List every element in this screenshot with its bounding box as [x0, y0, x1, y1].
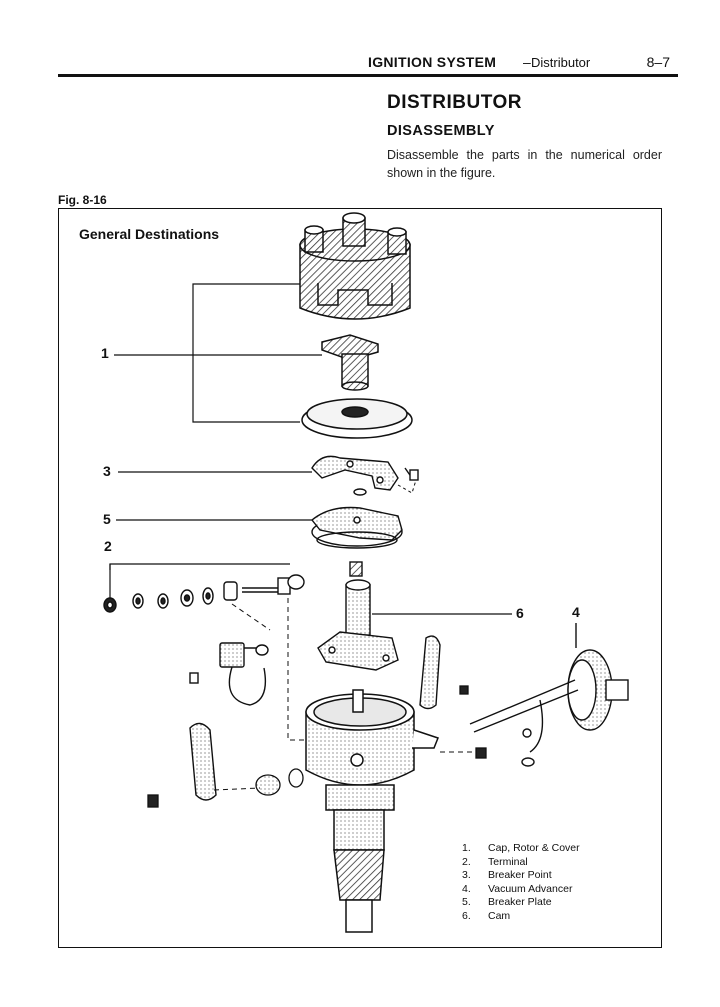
distributor-cap	[299, 212, 411, 320]
figure-caption: General Destinations	[79, 226, 220, 242]
cap-clips	[189, 635, 441, 801]
callout-3: 3	[103, 463, 111, 479]
legend-item: 2. Terminal	[462, 855, 528, 868]
header-rule	[58, 74, 678, 77]
figure-frame	[58, 208, 662, 948]
callout-4: 4	[572, 604, 580, 620]
vacuum-advancer	[469, 623, 629, 767]
callout-1: 1	[101, 345, 109, 361]
header-section: IGNITION SYSTEM	[368, 54, 497, 70]
fasteners	[147, 685, 487, 808]
header-subsection: Distributor	[531, 55, 591, 70]
dust-cover	[301, 398, 413, 439]
page-title: DISTRIBUTOR	[387, 92, 522, 113]
callout-2: 2	[104, 538, 112, 554]
callout-5: 5	[103, 511, 111, 527]
legend-item: 5. Breaker Plate	[462, 896, 552, 909]
header-dash: –	[523, 54, 531, 70]
instruction-paragraph: Disassemble the parts in the numerical o…	[387, 148, 662, 180]
breaker-plate	[311, 506, 403, 549]
distributor-housing	[305, 689, 439, 933]
running-header: IGNITION SYSTEM – Distributor 8–7	[58, 52, 678, 74]
assembly-guides	[213, 598, 476, 791]
legend-item: 3. Breaker Point	[462, 869, 552, 882]
condenser	[189, 642, 269, 706]
breaker-point	[311, 455, 419, 496]
section-subtitle: DISASSEMBLY	[387, 123, 495, 139]
page-number: 8–7	[646, 54, 670, 70]
legend-item: 6. Cam	[462, 909, 511, 922]
callout-6: 6	[516, 605, 524, 621]
legend-item: 1. Cap, Rotor & Cover	[462, 842, 580, 854]
terminal-parts	[103, 574, 305, 613]
legend-item: 4. Vacuum Advancer	[462, 882, 573, 895]
figure-label: Fig. 8-16	[58, 193, 107, 207]
parts-legend: 1. Cap, Rotor & Cover 2. Terminal 3. Bre…	[462, 842, 662, 924]
cam	[317, 561, 399, 671]
rotor	[321, 334, 379, 391]
